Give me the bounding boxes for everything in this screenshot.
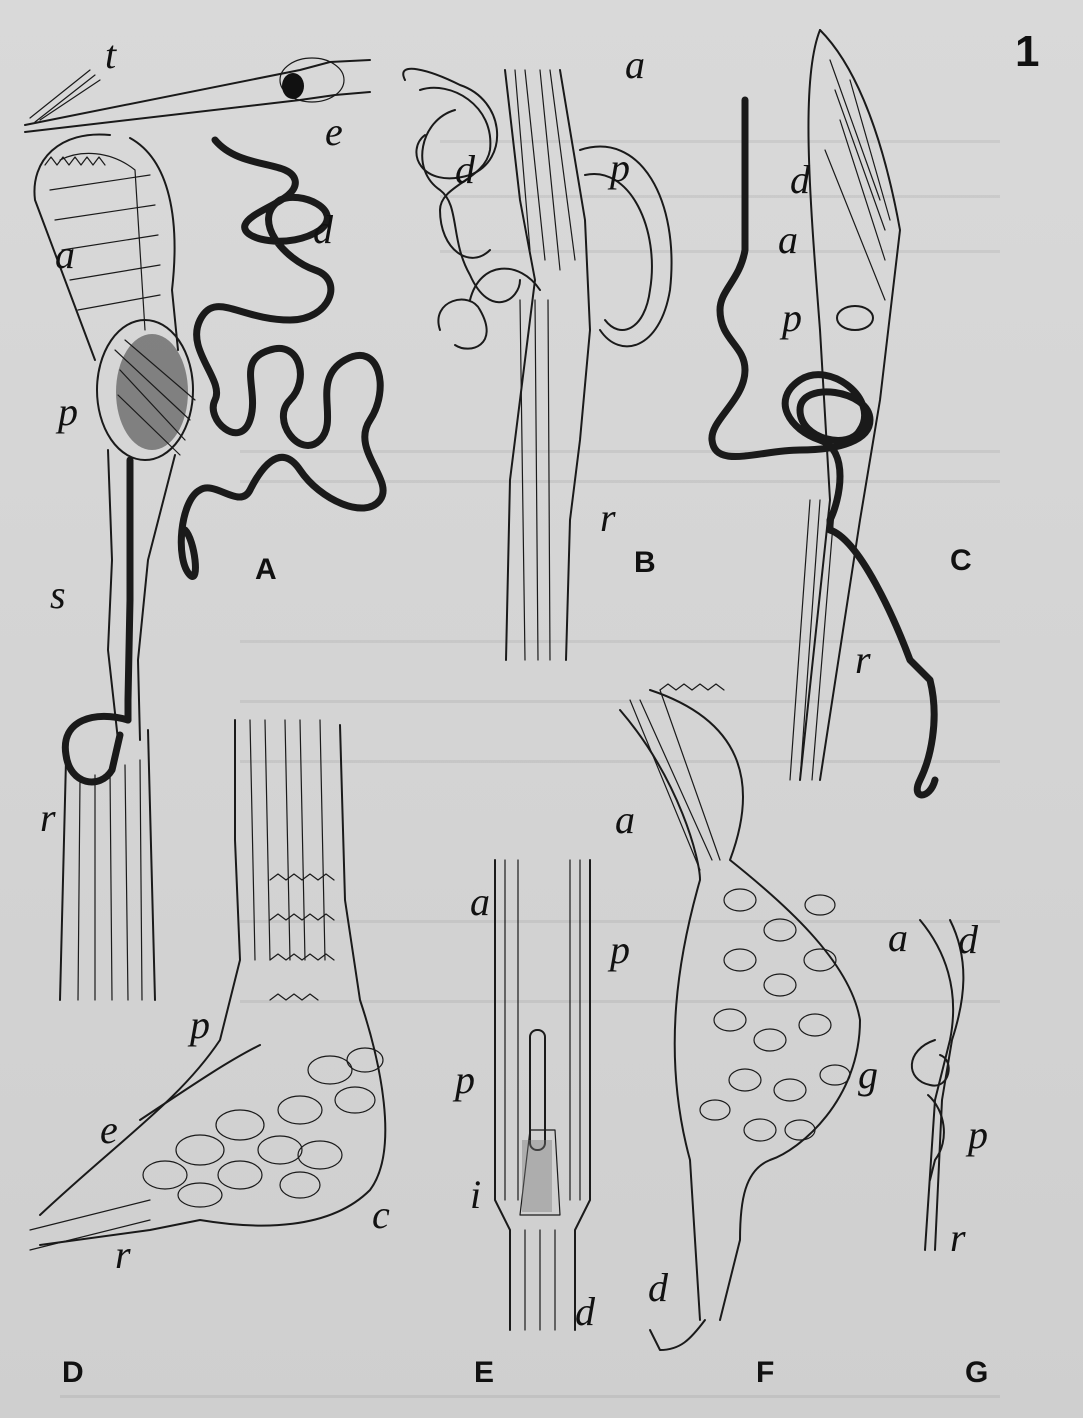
label-a-s: s [50, 575, 66, 615]
panel-d-drawing [30, 720, 385, 1250]
panel-label-a: A [255, 555, 277, 585]
panel-label-e: E [474, 1358, 494, 1388]
label-b-d: d [455, 150, 475, 190]
panel-e-drawing [495, 860, 590, 1330]
label-d-r: r [115, 1235, 131, 1275]
label-g-a: a [888, 918, 908, 958]
panel-a-drawing [25, 58, 383, 1000]
label-f-g: g [858, 1055, 878, 1095]
panel-b-drawing [403, 69, 671, 660]
label-e-d: d [575, 1292, 595, 1332]
panel-label-f: F [756, 1358, 774, 1388]
label-a-d: d [313, 210, 333, 250]
label-a-a: a [55, 235, 75, 275]
panel-g-drawing [912, 920, 964, 1250]
label-e-a: a [470, 882, 490, 922]
label-c-d: d [790, 160, 810, 200]
panel-label-b: B [634, 548, 656, 578]
label-a-e: e [325, 112, 343, 152]
label-c-p: p [782, 298, 802, 338]
panel-label-g: G [965, 1358, 988, 1388]
label-e-i: i [470, 1175, 481, 1215]
label-d-c: c [372, 1195, 390, 1235]
label-a-t: t [105, 35, 116, 75]
label-g-r: r [950, 1218, 966, 1258]
label-c-r: r [855, 640, 871, 680]
panel-label-c: C [950, 546, 972, 576]
label-f-d: d [648, 1268, 668, 1308]
label-c-a: a [778, 220, 798, 260]
plate-number: 1 [1015, 30, 1039, 74]
label-b-p: p [610, 148, 630, 188]
panel-c-drawing [712, 30, 935, 795]
label-d-p: p [190, 1005, 210, 1045]
label-g-d: d [958, 920, 978, 960]
label-b-r: r [600, 498, 616, 538]
label-g-p: p [968, 1115, 988, 1155]
label-a-r: r [40, 798, 56, 838]
panel-f-drawing [620, 684, 860, 1350]
label-a-p: p [58, 392, 78, 432]
label-b-a: a [625, 45, 645, 85]
label-f-p: p [610, 930, 630, 970]
label-e-p: p [455, 1060, 475, 1100]
label-d-e: e [100, 1110, 118, 1150]
label-f-a: a [615, 800, 635, 840]
panel-label-d: D [62, 1358, 84, 1388]
